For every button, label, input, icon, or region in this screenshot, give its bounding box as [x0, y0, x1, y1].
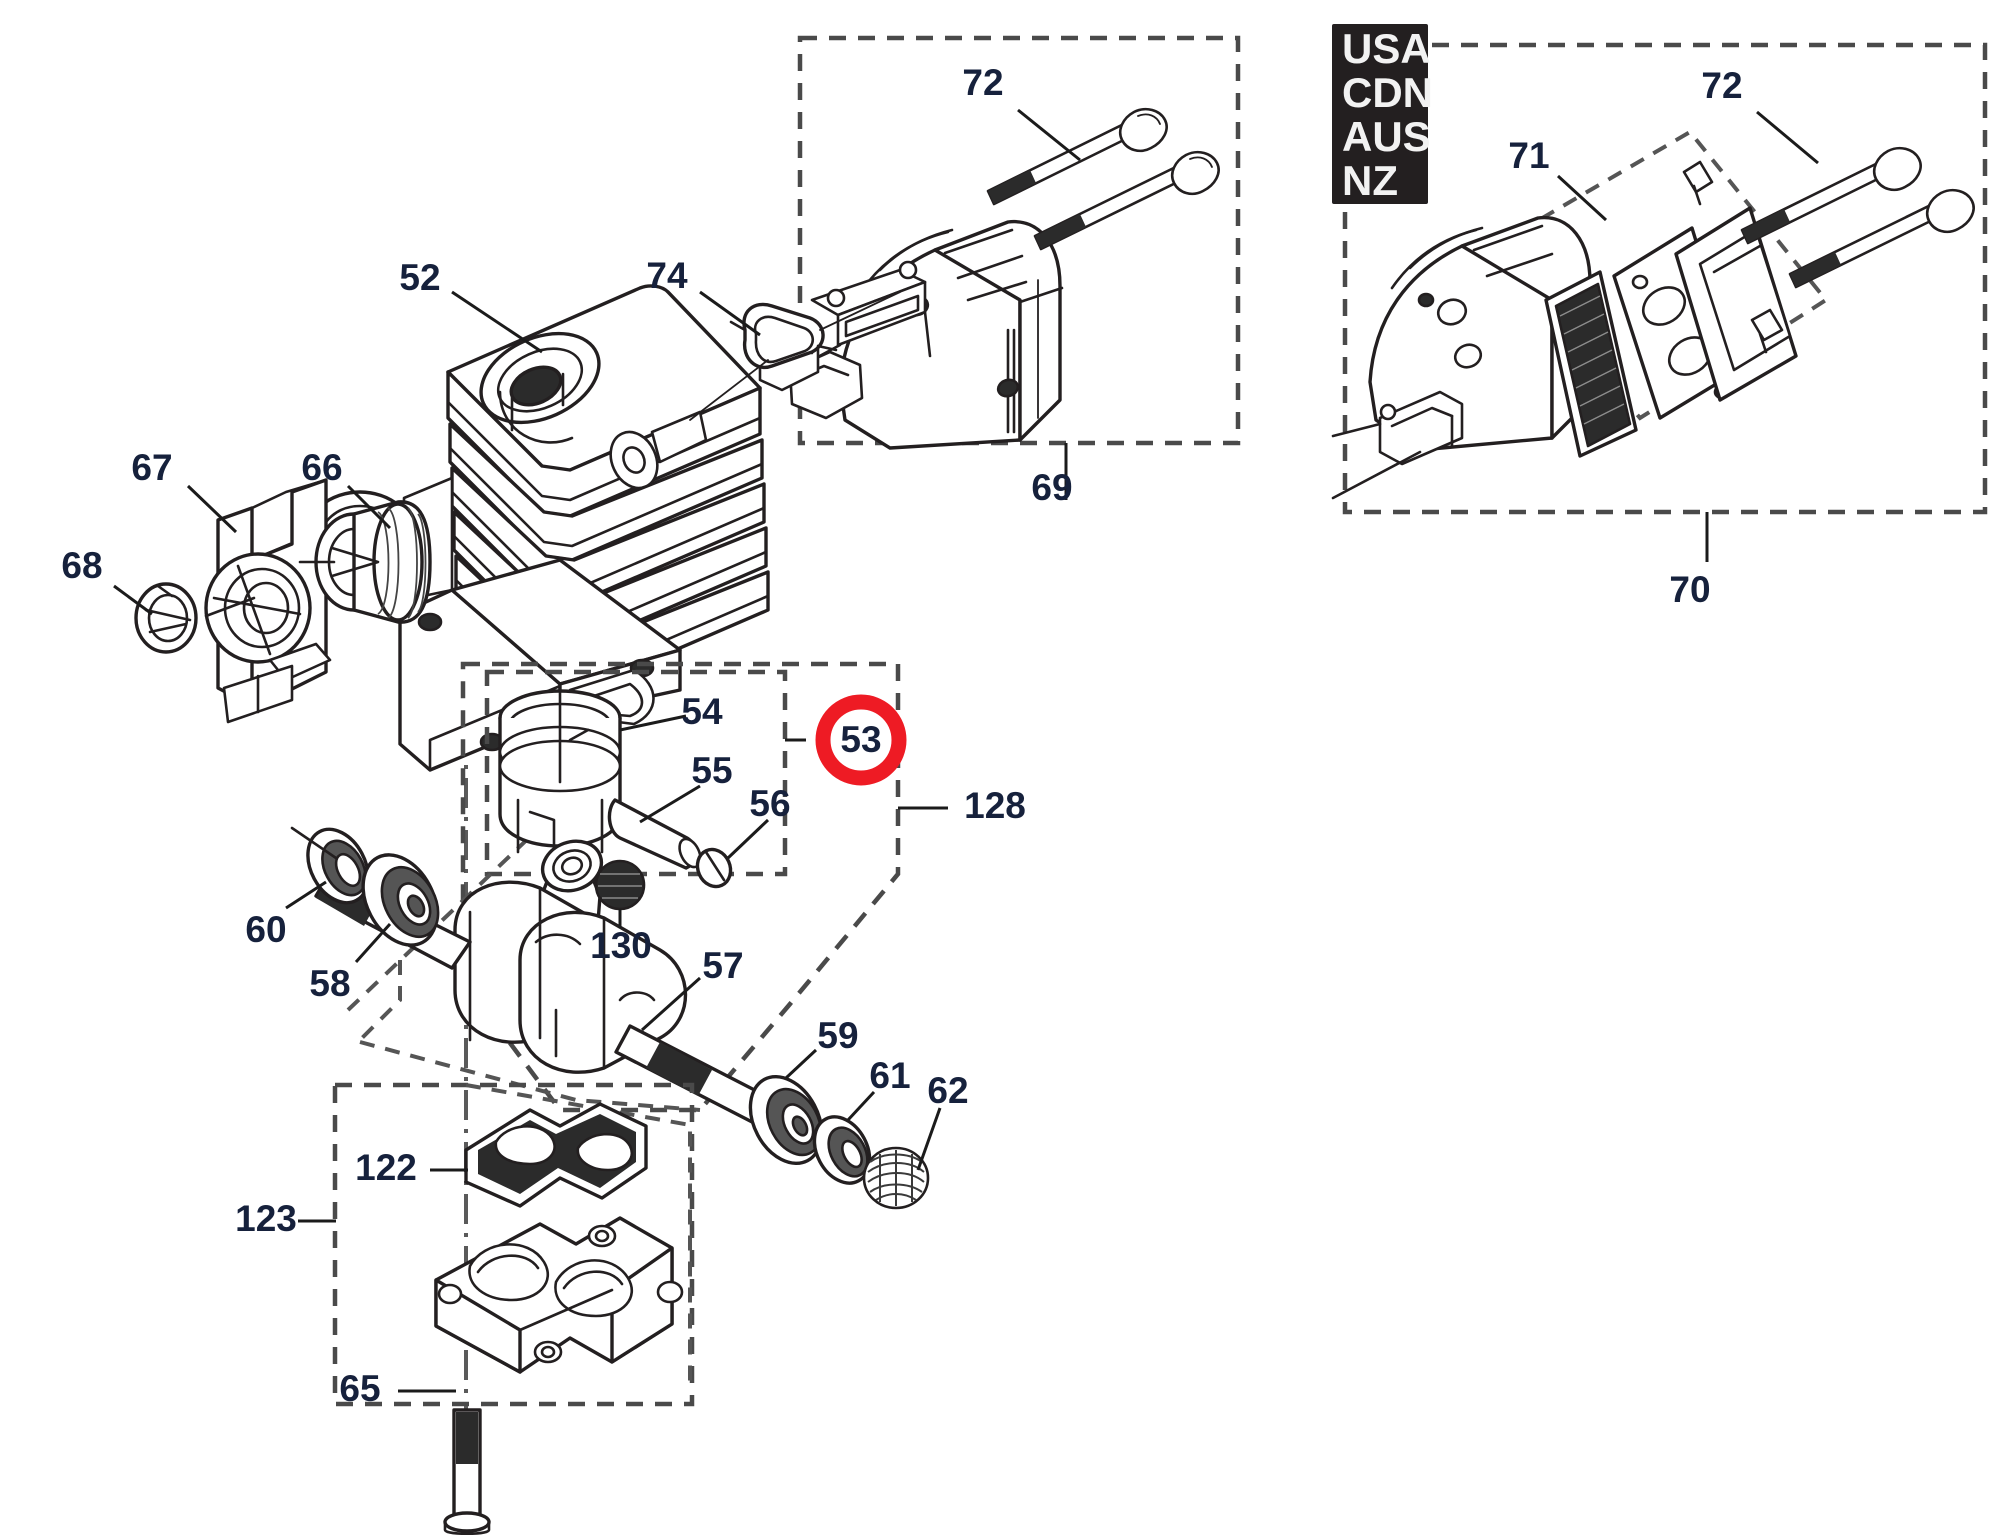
callout-67: 67 — [131, 447, 172, 488]
callout-60: 60 — [245, 909, 286, 950]
region-note-line-1: USA — [1342, 25, 1431, 72]
dashed-upper-crankcase-guide — [465, 1083, 692, 1390]
dashed-box-70 — [1342, 42, 1988, 515]
callout-69: 69 — [1031, 467, 1072, 508]
part-122-crankcase-gasket — [430, 1102, 648, 1208]
leader-54 — [619, 714, 687, 732]
callout-65: 65 — [339, 1368, 380, 1409]
leader-61 — [846, 1090, 876, 1122]
callout-62: 62 — [927, 1070, 968, 1111]
part-66-intake-boot — [298, 484, 432, 624]
leader-59 — [784, 1048, 818, 1080]
region-note-line-2: CDN — [1342, 69, 1433, 116]
callout-54: 54 — [681, 691, 723, 732]
part-74-gasket — [689, 290, 901, 421]
callout-122: 122 — [355, 1147, 417, 1188]
callout-128: 128 — [964, 785, 1026, 826]
part-62-spring-washer — [862, 1107, 942, 1210]
leader-66 — [346, 484, 392, 530]
part-54-piston — [498, 689, 687, 854]
leader-52 — [451, 290, 543, 354]
callout-53: 53 — [840, 719, 881, 760]
callout-61: 61 — [869, 1055, 910, 1096]
callout-55: 55 — [691, 750, 732, 791]
part-58-ball-bearing-left — [354, 853, 440, 964]
dashed-box-53 — [484, 669, 788, 877]
part-55-piston-pin — [607, 784, 702, 870]
callout-74: 74 — [646, 255, 688, 296]
callout-58: 58 — [309, 963, 350, 1004]
dashed-guide-crank-1 — [346, 810, 558, 1012]
leader-60 — [285, 880, 327, 910]
callout-72-left: 72 — [962, 62, 1003, 103]
part-59-ball-bearing-right — [748, 1048, 824, 1166]
region-note-line-3: AUS — [1342, 113, 1431, 160]
muffler-body-usa — [1331, 160, 1798, 500]
callout-70: 70 — [1669, 569, 1710, 610]
part-123-crankcase-half — [298, 1216, 684, 1374]
leader-62 — [916, 1107, 942, 1171]
highlight-ring-53 — [815, 694, 907, 786]
callout-52: 52 — [399, 257, 440, 298]
dashed-box-69 — [797, 35, 1241, 446]
dashed-guide-crank-left — [358, 960, 402, 1042]
callout-labels: 52 74 72 69 72 71 70 67 66 68 54 55 56 5… — [61, 62, 1742, 1409]
group-69-muffler-standard — [758, 35, 1241, 500]
region-note-block: USA CDN AUS NZ — [1332, 24, 1433, 204]
leader-72b — [1756, 110, 1819, 165]
callout-59: 59 — [817, 1015, 858, 1056]
callout-71: 71 — [1508, 135, 1549, 176]
leader-67 — [186, 484, 238, 534]
muffler-screws-usa — [1740, 146, 1975, 289]
callout-123: 123 — [235, 1198, 297, 1239]
leader-56 — [726, 818, 770, 860]
part-56-circlip — [695, 818, 770, 889]
callout-66: 66 — [301, 447, 342, 488]
leader-58 — [354, 922, 392, 964]
callout-68: 68 — [61, 545, 102, 586]
callout-72-right: 72 — [1701, 65, 1742, 106]
leader-57 — [640, 976, 702, 1032]
part-130-crank-pin — [594, 859, 646, 928]
callout-130: 130 — [590, 925, 652, 966]
dashed-box-123 — [332, 1082, 695, 1407]
leader-72a — [1017, 108, 1081, 162]
part-61-oil-seal-right — [812, 1090, 876, 1185]
callout-56: 56 — [749, 783, 790, 824]
leader-71 — [1556, 174, 1608, 222]
leader-68 — [113, 584, 153, 616]
muffler-screws-standard — [986, 107, 1220, 251]
part-67-bracket — [186, 478, 332, 724]
group-70-muffler-usa — [1331, 42, 1988, 562]
region-note-line-4: NZ — [1342, 157, 1398, 204]
leader-55 — [639, 784, 701, 824]
highlight-53 — [785, 694, 907, 786]
muffler-body-standard — [758, 219, 1064, 450]
leader-74 — [699, 290, 761, 337]
part-60-oil-seal-left — [285, 826, 370, 910]
callout-57: 57 — [702, 945, 743, 986]
part-68-clamp — [113, 582, 198, 654]
part-65-crankcase-bolt — [398, 1389, 491, 1536]
